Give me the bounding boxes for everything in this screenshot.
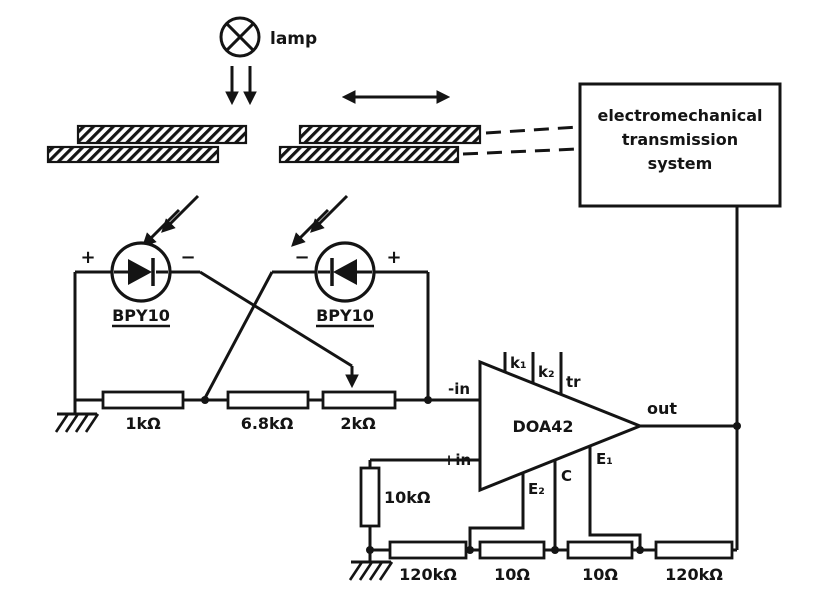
slit-plate-right — [278, 124, 482, 164]
resistor-10ohm-right-label: 10Ω — [582, 565, 618, 584]
transmission-box-line1: electromechanical — [597, 106, 762, 125]
resistor-6k8 — [226, 390, 310, 410]
opamp-bottom-pins — [468, 446, 642, 550]
ground-left-icon — [54, 412, 100, 433]
ray-arrows-left — [142, 194, 200, 247]
resistor-1k-label: 1kΩ — [125, 414, 161, 433]
crossed-wires — [199, 270, 359, 399]
photodiode-left-minus: − — [180, 247, 195, 268]
opamp-pin-tr-label: tr — [566, 373, 581, 391]
opamp-pin-e1-label: E₁ — [596, 450, 613, 468]
junction-dot — [636, 546, 644, 554]
mechanical-link-dashes — [462, 125, 579, 156]
noninv-input-network — [359, 458, 480, 550]
junction-dot — [424, 396, 432, 404]
lamp-label: lamp — [270, 29, 317, 49]
resistor-120k-left — [388, 540, 468, 560]
resistor-120k-right — [654, 540, 734, 560]
transmission-box-line2: transmission — [622, 130, 738, 149]
resistor-10k-label: 10kΩ — [384, 488, 431, 507]
slit-plate-left — [46, 124, 248, 164]
photodiode-right — [272, 241, 430, 400]
opamp-pin-e2-label: E₂ — [528, 480, 545, 498]
resistor-10ohm-left-label: 10Ω — [494, 565, 530, 584]
junction-dot — [466, 546, 474, 554]
lamp-icon — [219, 16, 261, 58]
opamp-output-label: out — [647, 399, 677, 418]
junction-dot — [201, 396, 209, 404]
opamp-inverting-label: -in — [448, 380, 470, 398]
lamp-light-arrows — [225, 66, 257, 106]
resistor-10ohm-right — [566, 540, 634, 560]
ray-arrows-right — [291, 194, 349, 247]
resistor-120k-right-label: 120kΩ — [665, 565, 723, 584]
ground-bottom-icon — [348, 550, 394, 581]
photodiode-left-plus: + — [80, 247, 95, 268]
resistor-120k-left-label: 120kΩ — [399, 565, 457, 584]
resistor-10ohm-left — [478, 540, 546, 560]
photodiode-left-label: BPY10 — [112, 306, 170, 325]
resistor-10k — [359, 466, 381, 528]
opamp-name: DOA42 — [512, 417, 573, 436]
opamp-pin-k2-label: k₂ — [538, 363, 555, 381]
resistor-6k8-label: 6.8kΩ — [241, 414, 294, 433]
junction-dot — [733, 422, 741, 430]
bottom-rail — [366, 540, 737, 560]
photodiode-right-plus: + — [386, 247, 401, 268]
transmission-box: electromechanical transmission system — [578, 82, 782, 208]
junction-dot — [551, 546, 559, 554]
opamp-pin-c-label: C — [561, 467, 572, 485]
photodiode-left — [75, 241, 200, 303]
resistor-1k — [101, 390, 185, 410]
resistor-2k-label: 2kΩ — [340, 414, 376, 433]
transmission-box-line3: system — [648, 154, 713, 173]
photodiode-right-minus: − — [294, 247, 309, 268]
opamp-top-pins — [503, 352, 563, 394]
resistor-2k-pot — [321, 390, 397, 410]
opamp-pin-k1-label: k₁ — [510, 354, 527, 372]
photodiode-right-label: BPY10 — [316, 306, 374, 325]
input-resistor-chain — [101, 390, 480, 410]
wire-left-rail — [73, 272, 103, 414]
